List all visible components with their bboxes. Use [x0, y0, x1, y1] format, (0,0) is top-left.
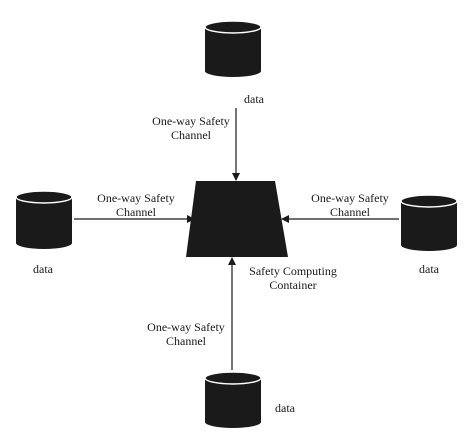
database-icon-top	[204, 20, 262, 77]
database-icon-bottom	[204, 371, 262, 428]
container-label-line2: Container	[269, 278, 317, 292]
database-icon-right	[400, 194, 458, 251]
safety-computing-container-shape	[186, 181, 288, 257]
channel-label-top: One-way Safety Channel	[145, 114, 237, 142]
safety-computing-container-label: Safety Computing Container	[240, 264, 346, 292]
data-label-left: data	[33, 262, 53, 276]
channel-label-right-line1: One-way Safety	[311, 191, 389, 205]
data-label-bottom: data	[275, 401, 295, 415]
channel-label-right-line2: Channel	[330, 205, 370, 219]
channel-label-top-line2: Channel	[171, 128, 211, 142]
data-label-top: data	[244, 92, 264, 106]
channel-label-bottom: One-way Safety Channel	[140, 320, 232, 348]
data-label-right: data	[419, 262, 439, 276]
container-label-line1: Safety Computing	[249, 264, 337, 278]
database-icon-left	[15, 190, 73, 249]
channel-label-bottom-line1: One-way Safety	[147, 320, 225, 334]
channel-label-left-line2: Channel	[116, 205, 156, 219]
channel-label-right: One-way Safety Channel	[304, 191, 396, 219]
channel-label-left-line1: One-way Safety	[97, 191, 175, 205]
channel-label-top-line1: One-way Safety	[152, 114, 230, 128]
channel-label-left: One-way Safety Channel	[90, 191, 182, 219]
channel-label-bottom-line2: Channel	[166, 334, 206, 348]
